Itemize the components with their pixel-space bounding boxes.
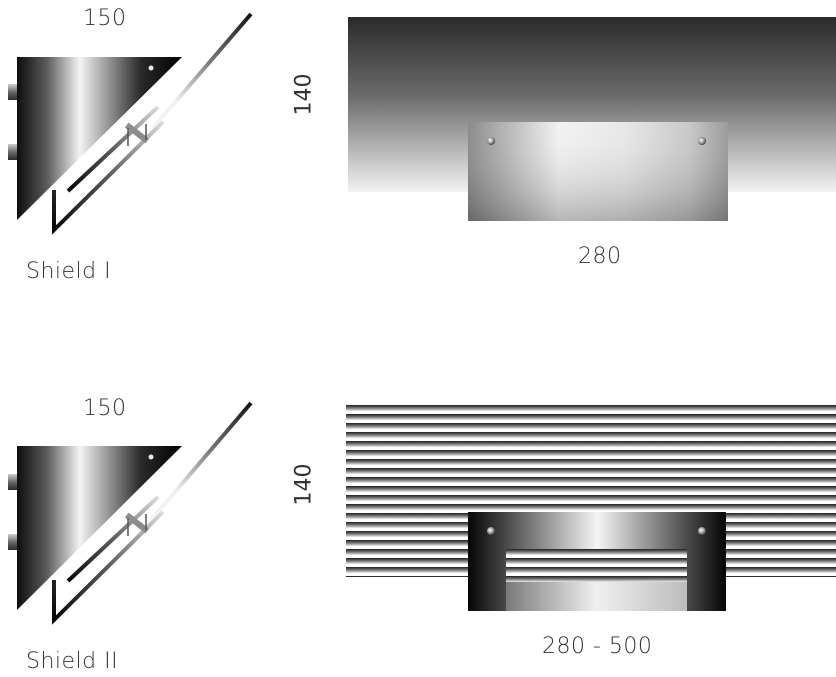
shield-1-name-label: Shield I: [26, 259, 112, 284]
shield-1-side-width-label: 150: [83, 6, 127, 31]
shield-1-front-width-label: 280: [578, 244, 622, 269]
shield-1-front-view: [348, 17, 836, 221]
shield-1-side-view: [8, 12, 253, 235]
shield-2-name-label: Shield II: [26, 649, 119, 674]
shield-2-side-view: [8, 401, 253, 625]
shield-2-front-view: [346, 405, 836, 611]
shield-2-front-width-label: 280 - 500: [542, 634, 653, 659]
shield-2-side-width-label: 150: [83, 396, 127, 421]
